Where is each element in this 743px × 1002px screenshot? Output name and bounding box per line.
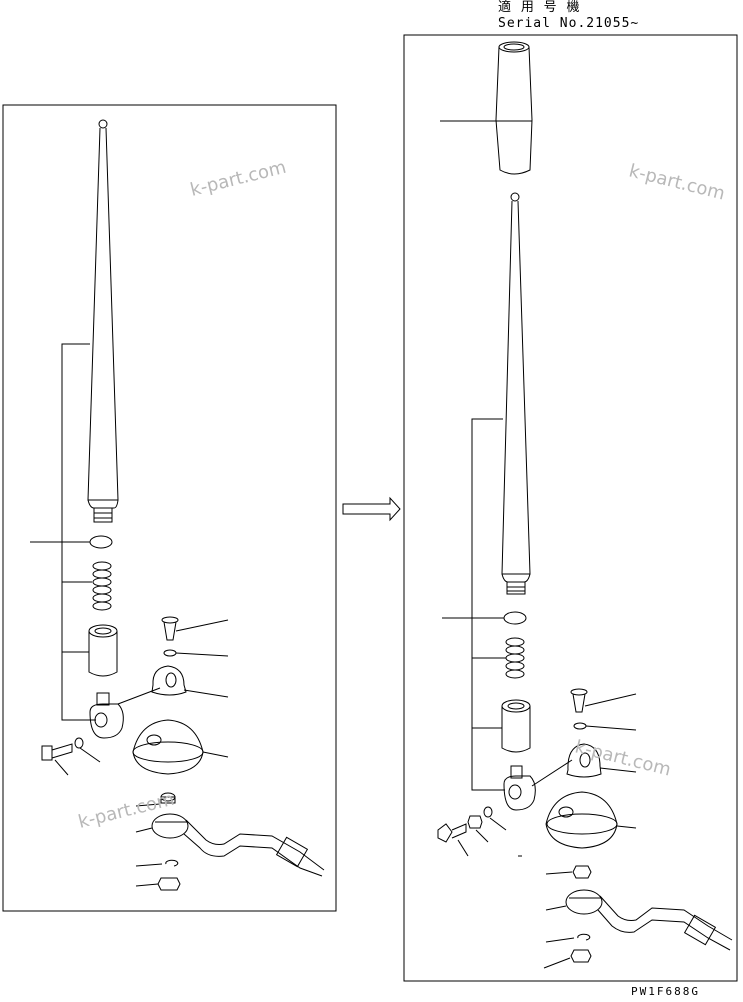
right-dome-base — [546, 792, 636, 848]
left-panel-frame — [3, 105, 336, 911]
left-mount-bracket — [152, 666, 228, 697]
right-leader — [490, 818, 506, 830]
right-swivel-base — [504, 760, 572, 810]
left-leader — [136, 828, 152, 832]
serial-range-label: Serial No.21055~ — [498, 16, 640, 31]
left-nut — [136, 878, 180, 890]
applicable-models-label: 適 用 号 機 — [498, 0, 581, 15]
watermark-text: k-part.com — [188, 157, 288, 201]
right-cover-cap — [440, 42, 532, 174]
left-leader — [136, 804, 160, 806]
right-leader — [458, 840, 468, 856]
left-assembly-bracket — [62, 344, 96, 720]
left-leader — [80, 748, 100, 762]
right-mount-bracket — [567, 744, 636, 777]
right-nut — [544, 950, 591, 968]
left-leader — [55, 760, 68, 775]
right-snap-ring — [546, 934, 590, 942]
watermark-text: k-part.com — [76, 789, 176, 833]
right-spring — [506, 638, 524, 678]
left-cable-assembly — [152, 793, 324, 876]
left-spring — [93, 562, 111, 610]
left-swivel-base — [90, 688, 160, 738]
left-lock-washer — [164, 650, 228, 656]
left-o-ring — [90, 536, 112, 548]
right-assembly-bracket — [472, 419, 505, 790]
right-cable-assembly — [566, 866, 732, 950]
right-antenna-rod — [502, 193, 530, 594]
right-sleeve — [502, 700, 530, 752]
watermark-text: k-part.com — [573, 736, 673, 780]
right-leader — [546, 872, 572, 874]
right-lock-washer — [574, 723, 636, 730]
drawing-code: PW1F688G — [631, 985, 700, 998]
left-screw — [162, 617, 228, 640]
right-o-ring — [504, 612, 526, 624]
left-snap-ring — [136, 860, 178, 866]
left-sleeve — [89, 625, 117, 676]
serial-header: 適 用 号 機 Serial No.21055~ — [498, 0, 639, 32]
right-panel-frame — [404, 35, 737, 981]
left-dome-base — [133, 720, 228, 774]
right-screw — [571, 689, 636, 712]
left-antenna-rod — [88, 120, 118, 522]
right-leader — [476, 830, 488, 842]
right-leader — [546, 906, 566, 910]
left-bolt — [42, 738, 83, 760]
arrow-icon — [343, 498, 400, 520]
watermark-text: k-part.com — [627, 160, 727, 204]
right-wing-bolt — [438, 807, 492, 842]
